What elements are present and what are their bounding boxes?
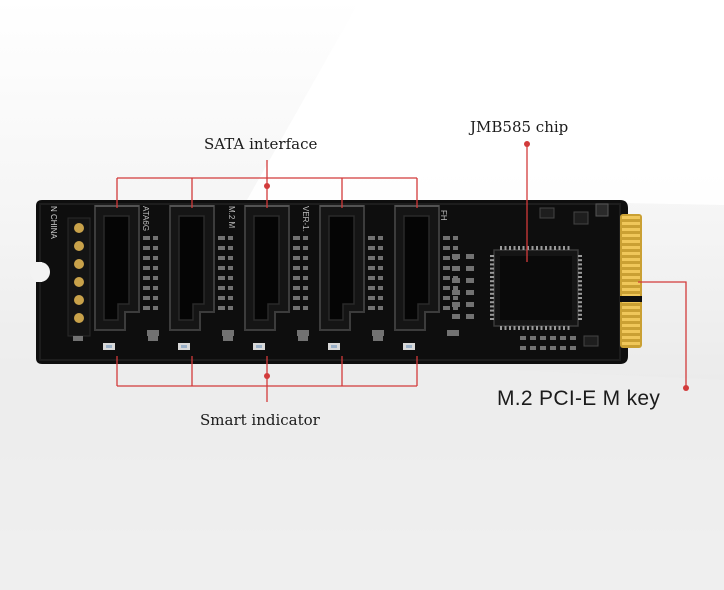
gold-edge-connector — [620, 214, 642, 348]
m2-key-label: M.2 PCI-E M key — [497, 387, 661, 410]
sata-port-3 — [244, 205, 290, 331]
sata-port-2 — [169, 205, 215, 331]
jmb585-chip — [490, 246, 582, 330]
sata-port-1 — [94, 205, 140, 331]
chip-label: JMB585 chip — [470, 118, 569, 136]
pin-header — [67, 217, 91, 337]
silkscreen-mark-2: M.2 M — [227, 206, 236, 229]
indicator-led-row — [103, 343, 415, 350]
silkscreen-mark-3: VER-1. — [301, 206, 310, 232]
silkscreen-mark-1: ATA6G — [141, 206, 150, 232]
indicator-led-1 — [103, 343, 115, 350]
indicator-led-2 — [178, 343, 190, 350]
silkscreen-mark-4: FH — [439, 210, 448, 221]
indicator-led-5 — [403, 343, 415, 350]
sata-port-group — [94, 205, 440, 331]
indicator-led-3 — [253, 343, 265, 350]
sata-port-5 — [394, 205, 440, 331]
sata-port-4 — [319, 205, 365, 331]
indicator-led-4 — [328, 343, 340, 350]
silkscreen-origin: N CHINA — [49, 206, 58, 239]
sata-interface-label: SATA interface — [204, 135, 318, 153]
smart-indicator-label: Smart indicator — [200, 411, 320, 429]
callout-lines — [116, 144, 687, 402]
